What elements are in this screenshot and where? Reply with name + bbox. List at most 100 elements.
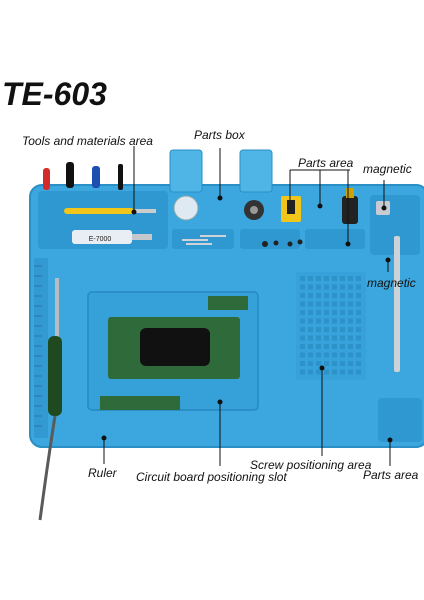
screw-grid-cell bbox=[332, 301, 337, 307]
screw-grid-cell bbox=[300, 276, 305, 281]
screw-grid-cell bbox=[332, 361, 337, 366]
screw-grid-cell bbox=[324, 369, 329, 375]
screw-grid-cell bbox=[300, 301, 305, 307]
screw-grid-cell bbox=[300, 327, 305, 332]
screw-grid-cell bbox=[324, 318, 329, 324]
label-parts-box: Parts box bbox=[194, 128, 245, 142]
screw-grid-cell bbox=[340, 335, 345, 341]
screw-grid-cell bbox=[300, 293, 305, 298]
screw-grid-cell bbox=[316, 327, 321, 332]
screw-grid-cell bbox=[340, 327, 345, 332]
screw-grid-cell bbox=[356, 361, 361, 366]
screw-grid-cell bbox=[348, 327, 353, 332]
screw-grid-cell bbox=[324, 335, 329, 341]
screw-grid-cell bbox=[356, 293, 361, 298]
screw-grid-cell bbox=[340, 361, 345, 366]
glue-tube-label: E-7000 bbox=[89, 236, 112, 243]
small-board-top bbox=[208, 296, 248, 310]
screw-grid-cell bbox=[300, 284, 305, 290]
screw-grid-cell bbox=[308, 276, 313, 281]
soldering-iron bbox=[38, 278, 62, 521]
screw-grid-cell bbox=[300, 335, 305, 341]
screw-grid-cell bbox=[340, 276, 345, 281]
screw-grid-cell bbox=[324, 327, 329, 332]
small-board-bottom-2 bbox=[140, 396, 180, 410]
label-circuit-slot: Circuit board positioning slot bbox=[136, 470, 287, 484]
spudger-tool bbox=[394, 236, 400, 372]
long-screwdriver bbox=[64, 208, 134, 214]
screw-grid-cell bbox=[348, 361, 353, 366]
screw-grid-cell bbox=[324, 301, 329, 307]
screw-grid-cell bbox=[348, 369, 353, 375]
screw-grid-cell bbox=[324, 293, 329, 298]
callout-lines bbox=[101, 146, 393, 466]
screw-grid-cell bbox=[316, 301, 321, 307]
screw-grid-cell bbox=[324, 361, 329, 366]
screw-grid-cell bbox=[332, 310, 337, 315]
parts-area-bottom bbox=[378, 398, 422, 442]
screw-grid-cell bbox=[348, 293, 353, 298]
screw-grid-cell bbox=[356, 369, 361, 375]
screw-grid-cell bbox=[308, 335, 313, 341]
screw-grid-cell bbox=[348, 301, 353, 307]
screw-grid-cell bbox=[356, 318, 361, 324]
flux-bottle bbox=[342, 196, 358, 224]
screw-grid-cell bbox=[332, 335, 337, 341]
screw-grid-cell bbox=[356, 327, 361, 332]
small-board-bottom bbox=[100, 396, 140, 410]
label-magnetic-side: magnetic bbox=[367, 276, 416, 290]
screw-grid-cell bbox=[332, 293, 337, 298]
parts-box-left bbox=[169, 149, 203, 193]
screw-grid-cell bbox=[316, 293, 321, 298]
screw-grid-cell bbox=[348, 344, 353, 349]
screw-grid-cell bbox=[308, 293, 313, 298]
screw-grid-cell bbox=[356, 344, 361, 349]
screw-grid-cell bbox=[356, 276, 361, 281]
small-screws bbox=[262, 239, 303, 247]
screw-grid-cell bbox=[356, 352, 361, 358]
tweezers bbox=[182, 235, 226, 245]
screw-grid-cell bbox=[332, 276, 337, 281]
screw-grid-cell bbox=[356, 301, 361, 307]
screw-grid-cell bbox=[300, 318, 305, 324]
screw-grid-cell bbox=[300, 369, 305, 375]
screw-grid-cell bbox=[316, 344, 321, 349]
screw-grid-cell bbox=[324, 352, 329, 358]
parts-tray-middle bbox=[240, 229, 300, 249]
screw-grid-cell bbox=[308, 344, 313, 349]
screw-grid-cell bbox=[316, 361, 321, 366]
screw-grid-cell bbox=[316, 310, 321, 315]
product-title: TE-603 bbox=[2, 76, 107, 112]
ruler-ticks bbox=[34, 265, 42, 427]
screwdrivers bbox=[43, 162, 123, 190]
screw-grid-cell bbox=[316, 276, 321, 281]
screw-grid-cell bbox=[340, 301, 345, 307]
screw-grid-cell bbox=[316, 335, 321, 341]
screw-grid-cell bbox=[332, 352, 337, 358]
screw-grid-cell bbox=[340, 293, 345, 298]
screw-grid-cell bbox=[356, 284, 361, 290]
screw-grid-cell bbox=[324, 310, 329, 315]
screw-grid-cell bbox=[348, 310, 353, 315]
screw-grid-cell bbox=[324, 276, 329, 281]
screw-grid-cell bbox=[348, 335, 353, 341]
screw-grid-cell bbox=[308, 369, 313, 375]
screw-grid-cell bbox=[300, 344, 305, 349]
screw-grid-cell bbox=[316, 318, 321, 324]
screw-grid-cell bbox=[340, 369, 345, 375]
screw-grid-cell bbox=[308, 284, 313, 290]
screw-grid-cell bbox=[308, 310, 313, 315]
screw-grid-cell bbox=[300, 352, 305, 358]
label-parts-area-bottom: Parts area bbox=[363, 468, 419, 482]
screw-grid-cell bbox=[316, 352, 321, 358]
label-tools-area: Tools and materials area bbox=[22, 134, 153, 148]
screw-grid-cell bbox=[316, 284, 321, 290]
screw-grid bbox=[296, 272, 366, 380]
screw-grid-cell bbox=[348, 284, 353, 290]
ruler-strip bbox=[34, 258, 48, 438]
label-parts-area-top: Parts area bbox=[298, 156, 354, 170]
screw-grid-cell bbox=[348, 352, 353, 358]
screw-grid-cell bbox=[332, 284, 337, 290]
solder-spool bbox=[173, 195, 199, 221]
